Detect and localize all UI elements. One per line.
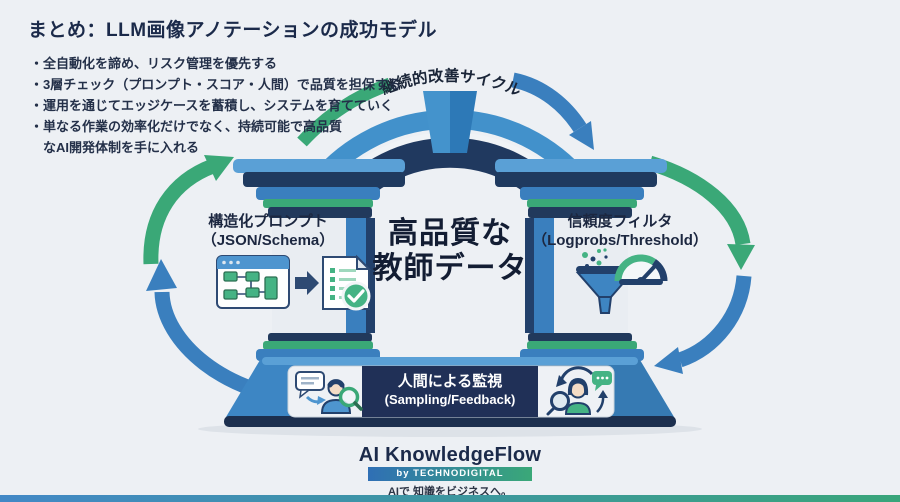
bullet-item: ・単なる作業の効率化だけでなく、持続可能で高品質	[30, 119, 343, 134]
center-goal-line1: 高品質な	[388, 217, 512, 250]
platform-bottom-strip	[224, 416, 676, 427]
refresh-arrows-icon	[559, 366, 594, 382]
cycle-arrowhead-northeast	[204, 155, 234, 181]
right-pillar-subtitle: （Logprobs/Threshold）	[532, 232, 708, 249]
human-review-left-icon	[295, 371, 363, 414]
keystone	[423, 91, 450, 153]
right-pillar-title: 信頼度フィルタ	[567, 213, 673, 230]
cycle-arrowhead-left	[654, 347, 683, 374]
bullet-item: ・全自動化を諦め、リスク管理を優先する	[30, 56, 278, 71]
gauge-icon	[614, 254, 668, 285]
cycle-arrow-bottom-right-blue	[677, 275, 752, 368]
human-review-right-icon	[546, 366, 612, 416]
page-title: まとめ：LLM画像アノテーションの成功モデル	[28, 20, 437, 41]
base-banner-title: 人間による監視	[397, 373, 503, 390]
cycle-arrow-top-right-blue	[511, 72, 587, 133]
left-pillar-label: 構造化プロンプト （JSON/Schema）	[170, 212, 366, 250]
cycle-arrow-left-green	[143, 158, 216, 265]
chat-dots-icon	[592, 371, 612, 391]
person-icon	[564, 377, 592, 415]
cycle-arrowhead-southeast	[569, 121, 594, 150]
right-pillar-label: 信頼度フィルタ （Logprobs/Threshold）	[522, 212, 718, 250]
right-pillar-base	[520, 333, 644, 361]
left-pillar-title: 構造化プロンプト	[208, 213, 328, 230]
bullet-item: ・運用を通じてエッジケースを蓄積し、システムを育てていく	[30, 98, 393, 113]
right-pillar-capital	[495, 159, 667, 218]
base-banner	[287, 365, 615, 418]
base-banner-subtitle: (Sampling/Feedback)	[384, 392, 516, 407]
center-goal-label: 高品質な 教師データ	[340, 216, 560, 286]
bullet-item-continuation: なAI開発体制を手に入れる	[43, 140, 200, 155]
left-pillar-base	[256, 333, 380, 361]
flowchart-window-icon	[216, 255, 290, 309]
cycle-arrowhead-up	[146, 259, 177, 291]
check-circle-icon	[341, 281, 371, 311]
confidence-filter-icons	[575, 248, 668, 314]
magnifier-icon	[546, 391, 570, 416]
checklist-document-icon	[322, 254, 372, 311]
structured-prompt-icons	[216, 254, 372, 311]
center-goal-line2: 教師データ	[372, 252, 528, 285]
summary-bullet-list: ・全自動化を諦め、リスク管理を優先する ・3層チェック（プロンプト・スコア・人間…	[30, 53, 432, 158]
arrow-right-icon	[295, 271, 319, 295]
cycle-arrowhead-down	[727, 244, 755, 270]
cycle-arc-top-left-green	[297, 77, 393, 147]
keystone-shade	[450, 91, 477, 153]
speech-bubble-icon	[295, 371, 325, 399]
bullet-item: ・3層チェック（プロンプト・スコア・人間）で品質を担保する	[30, 77, 401, 92]
brand-byline-badge: by TECHNODIGITAL	[368, 467, 532, 481]
bottom-accent-bar	[0, 495, 900, 502]
banner-center-panel	[362, 366, 538, 417]
magnifier-icon	[338, 386, 363, 411]
brand-logo-text: AI KnowledgeFlow	[358, 444, 542, 466]
base-banner-label: 人間による監視 (Sampling/Feedback)	[362, 371, 538, 408]
data-dots-icon	[582, 248, 608, 268]
platform-top-highlight	[262, 357, 638, 365]
left-pillar-subtitle: （JSON/Schema）	[201, 232, 335, 249]
left-pillar-capital	[233, 159, 405, 218]
